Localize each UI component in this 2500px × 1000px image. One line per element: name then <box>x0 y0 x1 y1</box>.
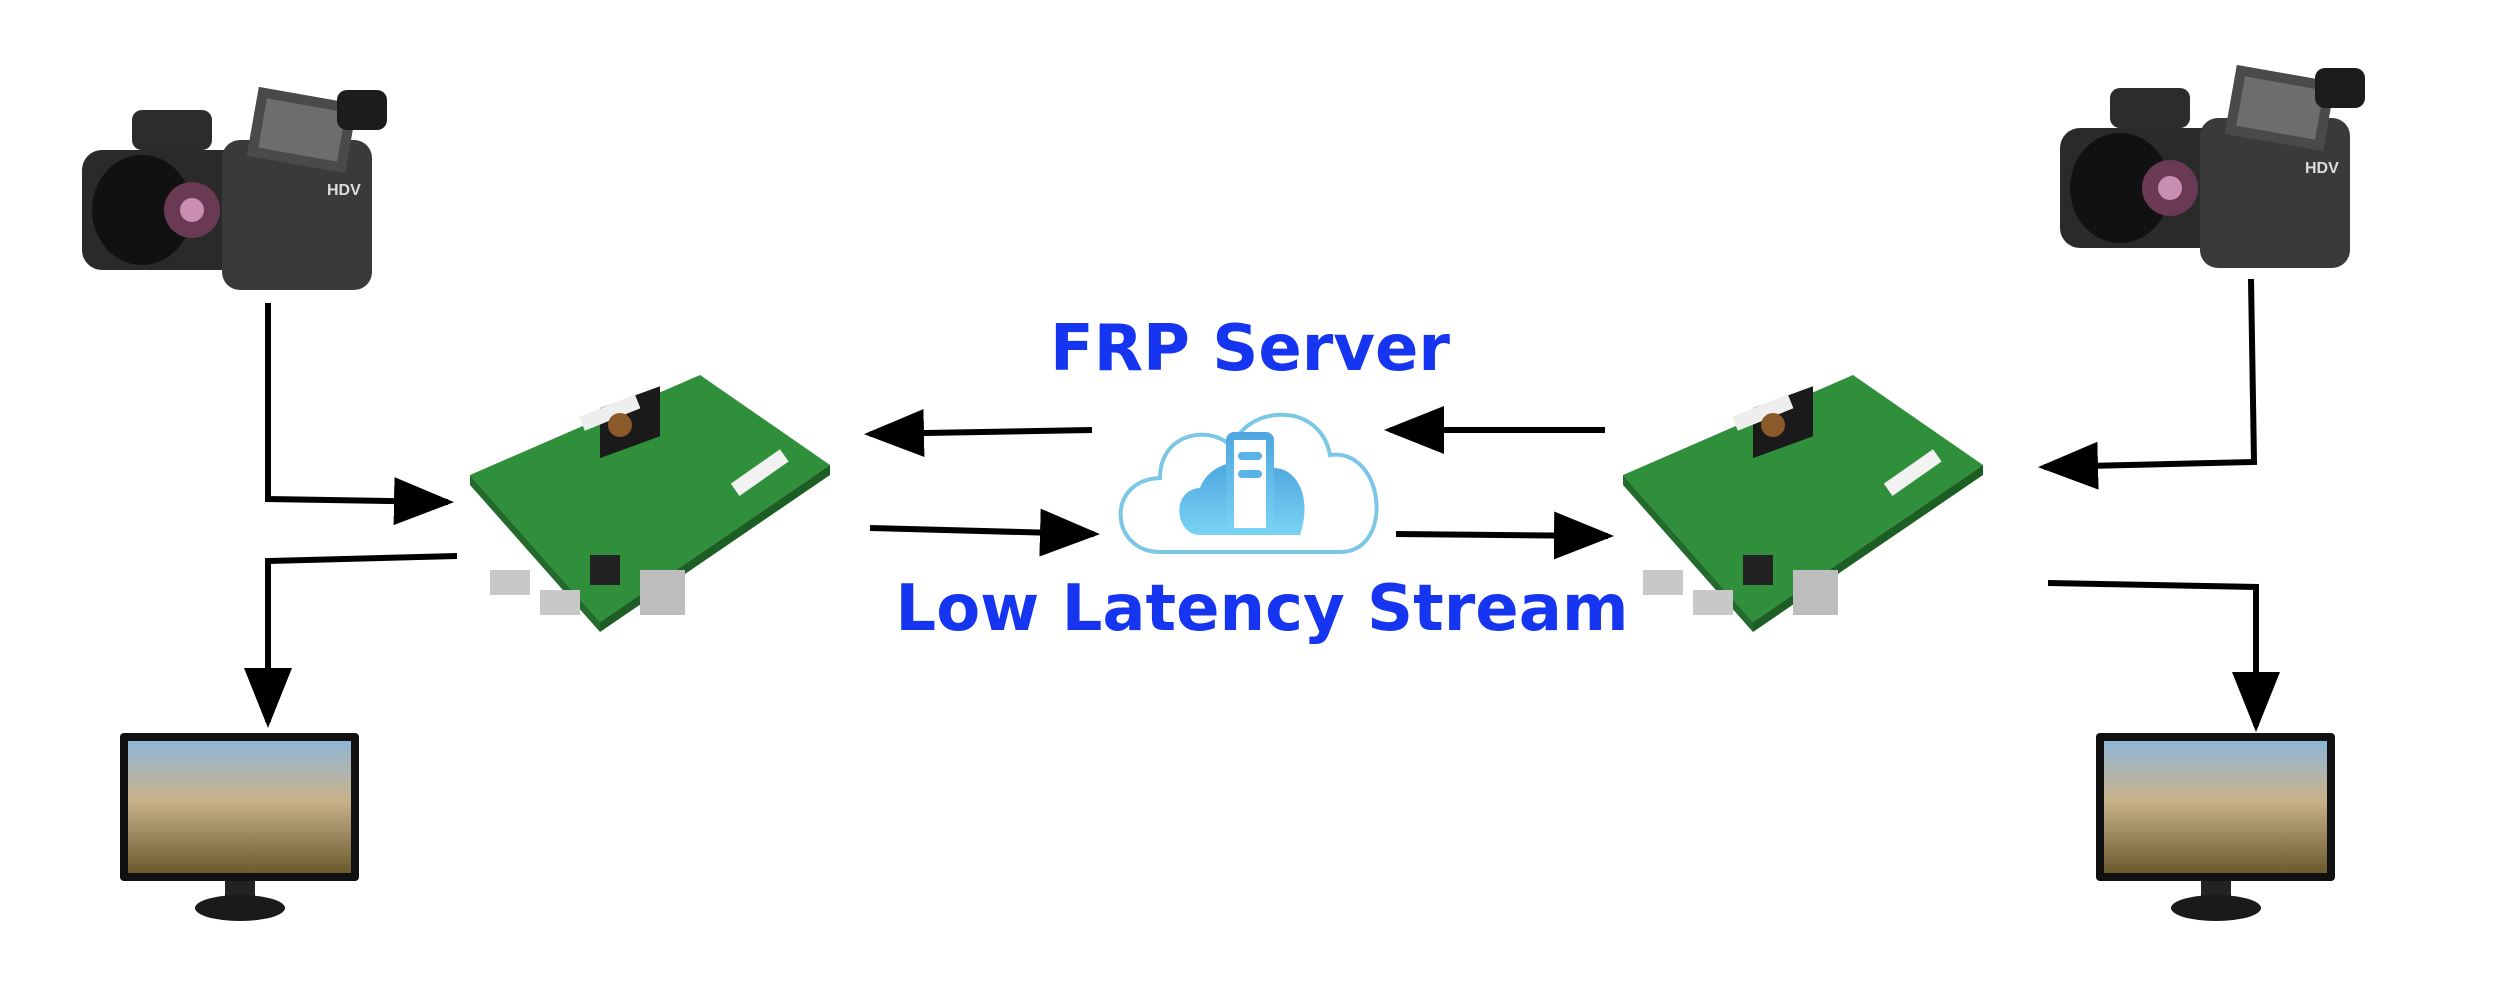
monitor-right-icon <box>2096 733 2335 921</box>
arrow-board-left-to-server <box>869 508 1100 557</box>
arrow-server-to-board-right <box>1395 511 1614 560</box>
arrow-board-left-to-monitor <box>244 553 458 728</box>
arrow-server-to-board-left <box>864 409 1093 458</box>
arrow-camera-right-to-board <box>2038 278 2258 490</box>
encoder-board-left <box>470 375 830 632</box>
camera-right-brand-text: HDV <box>2305 160 2339 177</box>
low-latency-stream-label: Low Latency Stream <box>895 572 1629 646</box>
encoder-board-right <box>1623 375 1983 632</box>
arrow-camera-left-to-board <box>265 303 454 526</box>
frp-server-label: FRP Server <box>1050 312 1450 386</box>
arrow-board-right-to-monitor <box>2047 580 2280 732</box>
camera-left-brand-text: HDV <box>327 182 361 199</box>
cloud-server-icon <box>1118 412 1379 554</box>
monitor-left-icon <box>120 733 359 921</box>
